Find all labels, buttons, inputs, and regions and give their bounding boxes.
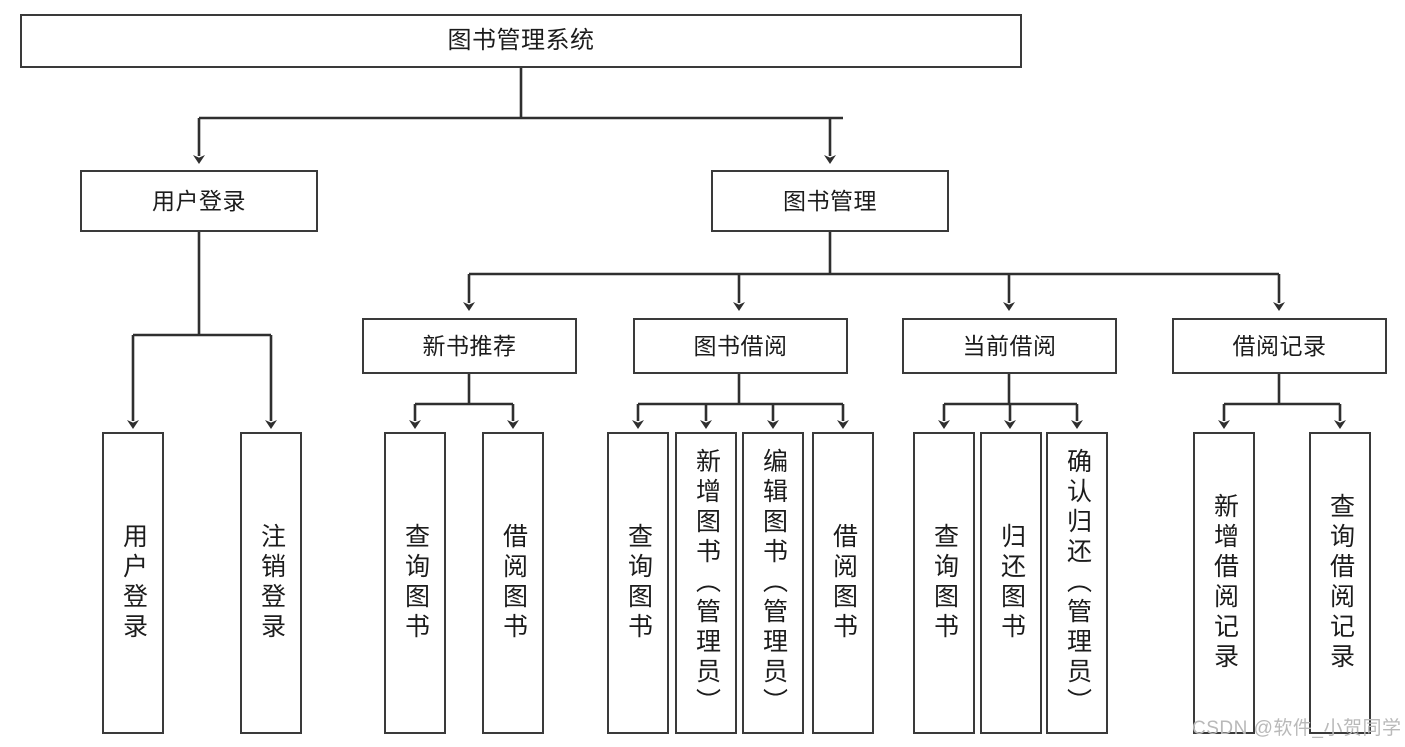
node-root-system[interactable]: 图书管理系统 <box>20 14 1022 68</box>
leaf-current-return-book[interactable]: 归还图书 <box>980 432 1042 734</box>
leaf-current-confirm-return[interactable]: 确认归还（管理员） <box>1046 432 1108 734</box>
leaf-user-login-login[interactable]: 用户登录 <box>102 432 164 734</box>
node-label: 归还图书 <box>997 523 1026 643</box>
leaf-new-book-query[interactable]: 查询图书 <box>384 432 446 734</box>
leaf-borrow-edit-book[interactable]: 编辑图书（管理员） <box>742 432 804 734</box>
node-label: 新增图书（管理员） <box>692 448 721 718</box>
leaf-record-query-record[interactable]: 查询借阅记录 <box>1309 432 1371 734</box>
node-label: 新增借阅记录 <box>1210 493 1239 673</box>
node-label: 查询图书 <box>401 523 430 643</box>
csdn-watermark: CSDN @软件_小贺同学 <box>1192 718 1402 739</box>
node-label: 用户登录 <box>119 523 148 643</box>
leaf-current-query-book[interactable]: 查询图书 <box>913 432 975 734</box>
node-book-management[interactable]: 图书管理 <box>711 170 949 232</box>
node-label: 借阅图书 <box>499 523 528 643</box>
node-label: 编辑图书（管理员） <box>759 448 788 718</box>
node-label: 图书管理系统 <box>447 27 595 55</box>
node-label: 图书管理 <box>783 187 877 214</box>
node-label: 借阅图书 <box>829 523 858 643</box>
node-label: 查询图书 <box>930 523 959 643</box>
node-label: 注销登录 <box>257 523 286 643</box>
leaf-borrow-add-book[interactable]: 新增图书（管理员） <box>675 432 737 734</box>
node-label: 用户登录 <box>152 187 246 214</box>
node-label: 当前借阅 <box>962 332 1057 359</box>
node-label: 新书推荐 <box>422 332 517 359</box>
leaf-borrow-borrow-book[interactable]: 借阅图书 <box>812 432 874 734</box>
node-label: 查询借阅记录 <box>1326 493 1355 673</box>
node-borrow-record[interactable]: 借阅记录 <box>1172 318 1387 374</box>
node-user-login[interactable]: 用户登录 <box>80 170 318 232</box>
node-label: 借阅记录 <box>1232 332 1327 359</box>
node-new-book-recommend[interactable]: 新书推荐 <box>362 318 577 374</box>
leaf-borrow-query-book[interactable]: 查询图书 <box>607 432 669 734</box>
node-label: 确认归还（管理员） <box>1063 448 1092 718</box>
leaf-user-login-logout[interactable]: 注销登录 <box>240 432 302 734</box>
leaf-record-add-record[interactable]: 新增借阅记录 <box>1193 432 1255 734</box>
leaf-new-book-borrow[interactable]: 借阅图书 <box>482 432 544 734</box>
node-label: 查询图书 <box>624 523 653 643</box>
node-current-borrow[interactable]: 当前借阅 <box>902 318 1117 374</box>
node-label: 图书借阅 <box>693 332 788 359</box>
node-book-borrow[interactable]: 图书借阅 <box>633 318 848 374</box>
